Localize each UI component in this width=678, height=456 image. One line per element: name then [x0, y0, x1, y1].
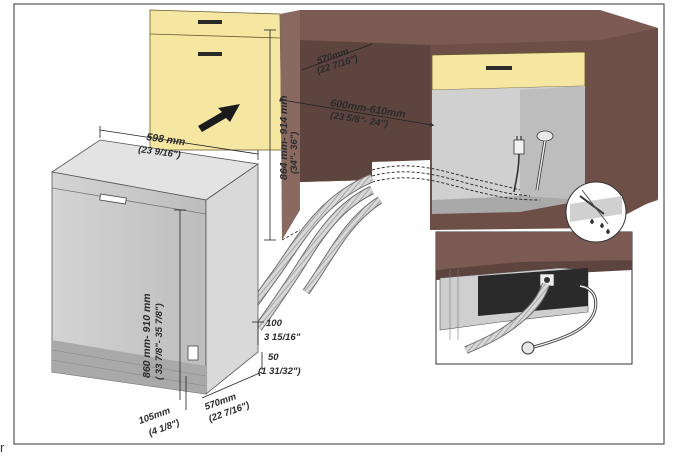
cabinet-height-inch: (34"- 36")	[289, 132, 300, 174]
control-panel-display	[99, 193, 127, 205]
right-drawer-front	[431, 51, 586, 91]
left-cabinet-front	[149, 9, 283, 151]
width-top-mm: 598 mm	[146, 131, 186, 148]
drawer-handle-upper	[198, 20, 222, 24]
toe-kick	[52, 340, 206, 394]
detail-inset	[435, 231, 633, 365]
dishwasher-side	[205, 163, 259, 395]
push-in-arrow-icon	[198, 104, 240, 132]
dishwasher	[50, 139, 260, 395]
clearance-50-mm: 50	[268, 352, 279, 363]
drawer-handle-lower	[198, 52, 222, 56]
service-connections	[371, 130, 554, 201]
frame-border	[13, 3, 665, 445]
appliance-height-inch: ( 33 7/8"- 35 7/8")	[154, 303, 165, 380]
leak-detail-circle	[565, 181, 627, 243]
clearance-100-mm: 100	[266, 318, 283, 329]
drawer-handle-right	[486, 66, 512, 70]
water-tap-icon	[535, 130, 554, 191]
clearance-50-inch: (1 31/32")	[258, 366, 301, 377]
dimension-lines	[99, 29, 435, 410]
power-plug-icon	[513, 136, 525, 193]
corner-character: r	[0, 440, 5, 455]
clearance-100-inch: 3 15/16"	[264, 332, 301, 343]
appliance-height-mm: 860 mm- 910 mm	[141, 293, 153, 378]
cabinet-height-mm: 864 mm- 914 mm	[278, 95, 290, 180]
